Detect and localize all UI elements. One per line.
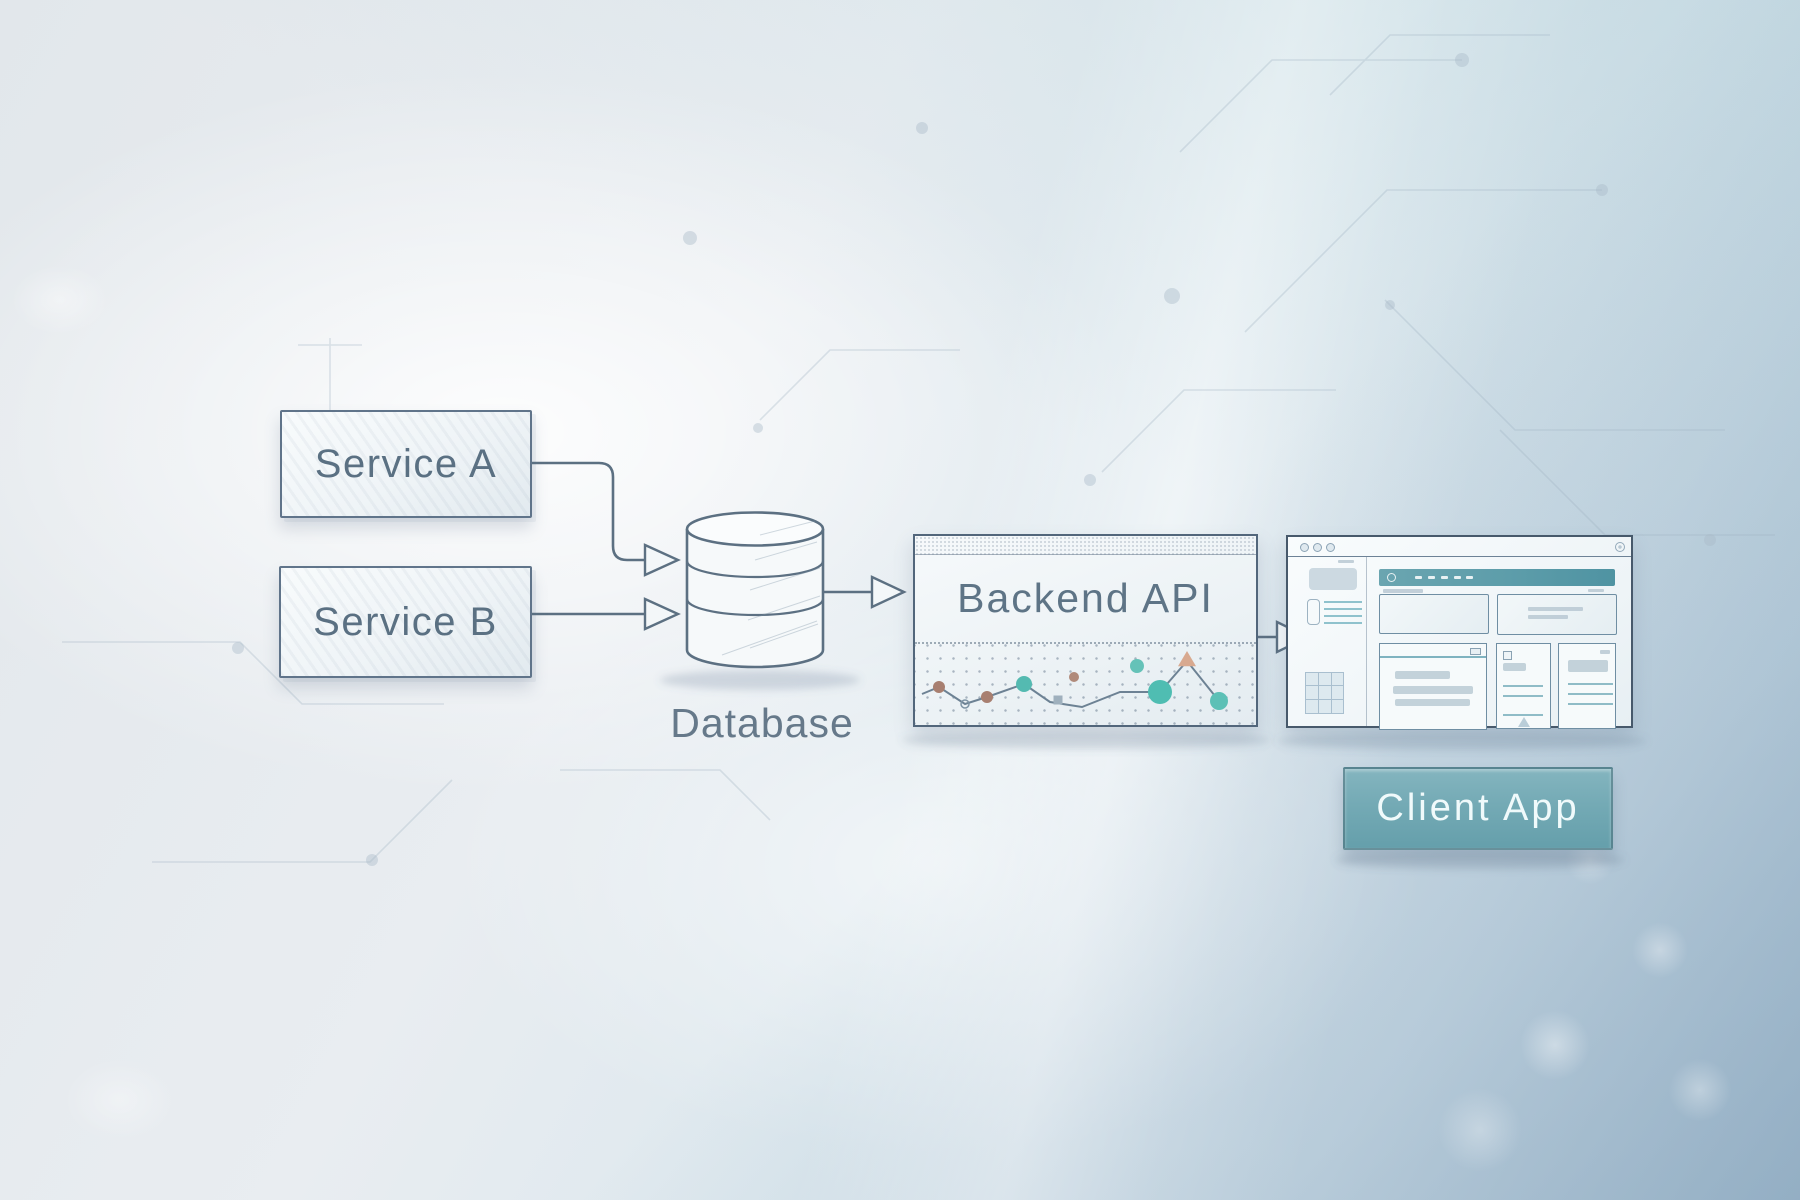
sparkline-svg [921,651,1228,710]
browser-sidebar [1288,557,1367,726]
content-panel-main [1379,643,1487,730]
chart-marker [1210,692,1228,710]
envelope-icon [1470,648,1481,655]
connector-service-a-to-database [532,461,644,562]
content-panel-tasks [1496,643,1551,729]
navbar-menu-icon [1428,576,1435,579]
triangle-icon [1518,717,1530,727]
chart-marker [1053,695,1063,705]
sidebar-menu-line [1324,608,1362,610]
client-app-label: Client App [1376,787,1580,829]
arrowhead-service-b [643,597,681,631]
calendar-icon [1305,672,1344,714]
backend-shadow [901,731,1271,749]
checkbox-icon [1503,651,1512,660]
chart-marker [1148,680,1172,704]
sidebar-micro-text [1338,560,1354,563]
sparkline-markers [933,651,1228,710]
gear-icon [1615,542,1625,552]
chart-marker [1016,676,1032,692]
chart-marker [933,681,945,693]
browser-shadow [1277,732,1647,750]
sidebar-logo-block [1309,568,1357,590]
browser-titlebar [1288,537,1631,557]
backend-header-texture [915,536,1256,555]
traffic-light-icon [1300,543,1309,552]
navbar-menu-icon [1441,576,1448,579]
chart-marker [1178,651,1196,667]
navbar-menu-icon [1415,576,1422,579]
sparkline-line [921,659,1220,709]
backend-api-label: Backend API [957,575,1214,621]
chart-marker [960,699,970,709]
traffic-light-icon [1326,543,1335,552]
node-backend-api: Backend API [913,534,1258,727]
node-service-b: Service B [279,566,532,678]
browser-navbar [1379,569,1615,586]
service-a-label: Service A [314,441,498,486]
database-shadow [660,670,860,690]
arrowhead-service-a [643,543,681,577]
list-icon [1307,599,1320,625]
arrowhead-database [870,575,907,609]
breadcrumb-micro-text [1383,589,1423,593]
sidebar-menu-line [1324,615,1362,617]
node-service-a: Service A [280,410,532,518]
chart-marker [1069,672,1079,682]
chart-marker [1130,659,1144,673]
navbar-menu-icon [1466,576,1473,579]
panel-header [1380,644,1486,658]
content-panel-feed [1558,643,1616,729]
sidebar-menu-line [1324,622,1362,624]
service-b-label: Service B [313,599,498,644]
database-label: Database [670,700,854,746]
client-app-shadow [1335,851,1625,869]
content-card [1379,594,1489,634]
micro-text [1588,589,1604,592]
chart-marker [981,691,993,703]
traffic-light-icon [1313,543,1322,552]
sidebar-menu-line [1324,601,1362,603]
content-card [1497,594,1617,635]
database-cylinder-icon [685,511,825,669]
node-client-app: Client App [1343,767,1613,850]
navbar-avatar-icon [1387,573,1396,582]
navbar-menu-icon [1454,576,1461,579]
client-browser-window [1286,535,1633,730]
backend-sparkline-chart [915,642,1256,725]
